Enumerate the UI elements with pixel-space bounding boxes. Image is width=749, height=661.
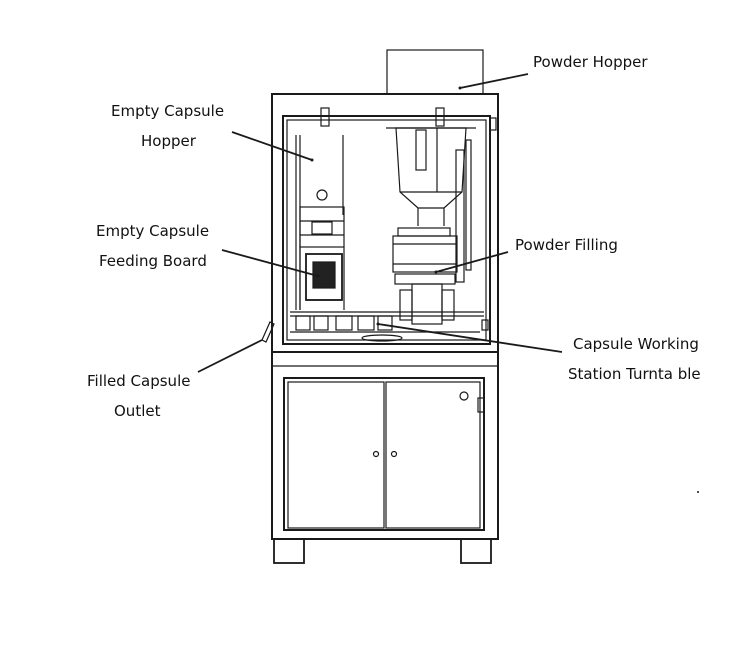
leader-working-station	[377, 323, 563, 353]
powder-filling-unit	[392, 235, 458, 273]
right-foot	[460, 538, 492, 564]
leader-feeding-board	[221, 249, 319, 277]
upper-window	[282, 115, 491, 345]
powder-hopper-box	[386, 49, 484, 95]
label-feeding-board-line2: Feeding Board	[99, 252, 207, 270]
label-working-station-line2: Station Turnta ble	[568, 365, 701, 383]
label-filled-outlet-line2: Outlet	[114, 402, 161, 420]
left-foot	[273, 538, 305, 564]
label-feeding-board-line1: Empty Capsule	[96, 222, 210, 240]
machine-frame	[271, 93, 499, 540]
leader-powder-hopper	[459, 73, 529, 89]
label-empty-capsule-hopper-line2: Hopper	[141, 132, 196, 150]
leader-powder-filling	[435, 251, 509, 273]
label-working-station-line1: Capsule Working	[573, 335, 699, 353]
lower-cabinet	[283, 377, 485, 531]
label-powder-filling: Powder Filling	[515, 236, 618, 254]
label-powder-hopper: Powder Hopper	[533, 53, 648, 71]
leader-filled-outlet	[197, 339, 263, 373]
leader-empty-capsule-hopper	[231, 131, 313, 161]
label-empty-capsule-hopper-line1: Empty Capsule	[111, 102, 225, 120]
label-filled-outlet-line1: Filled Capsule	[87, 372, 191, 390]
